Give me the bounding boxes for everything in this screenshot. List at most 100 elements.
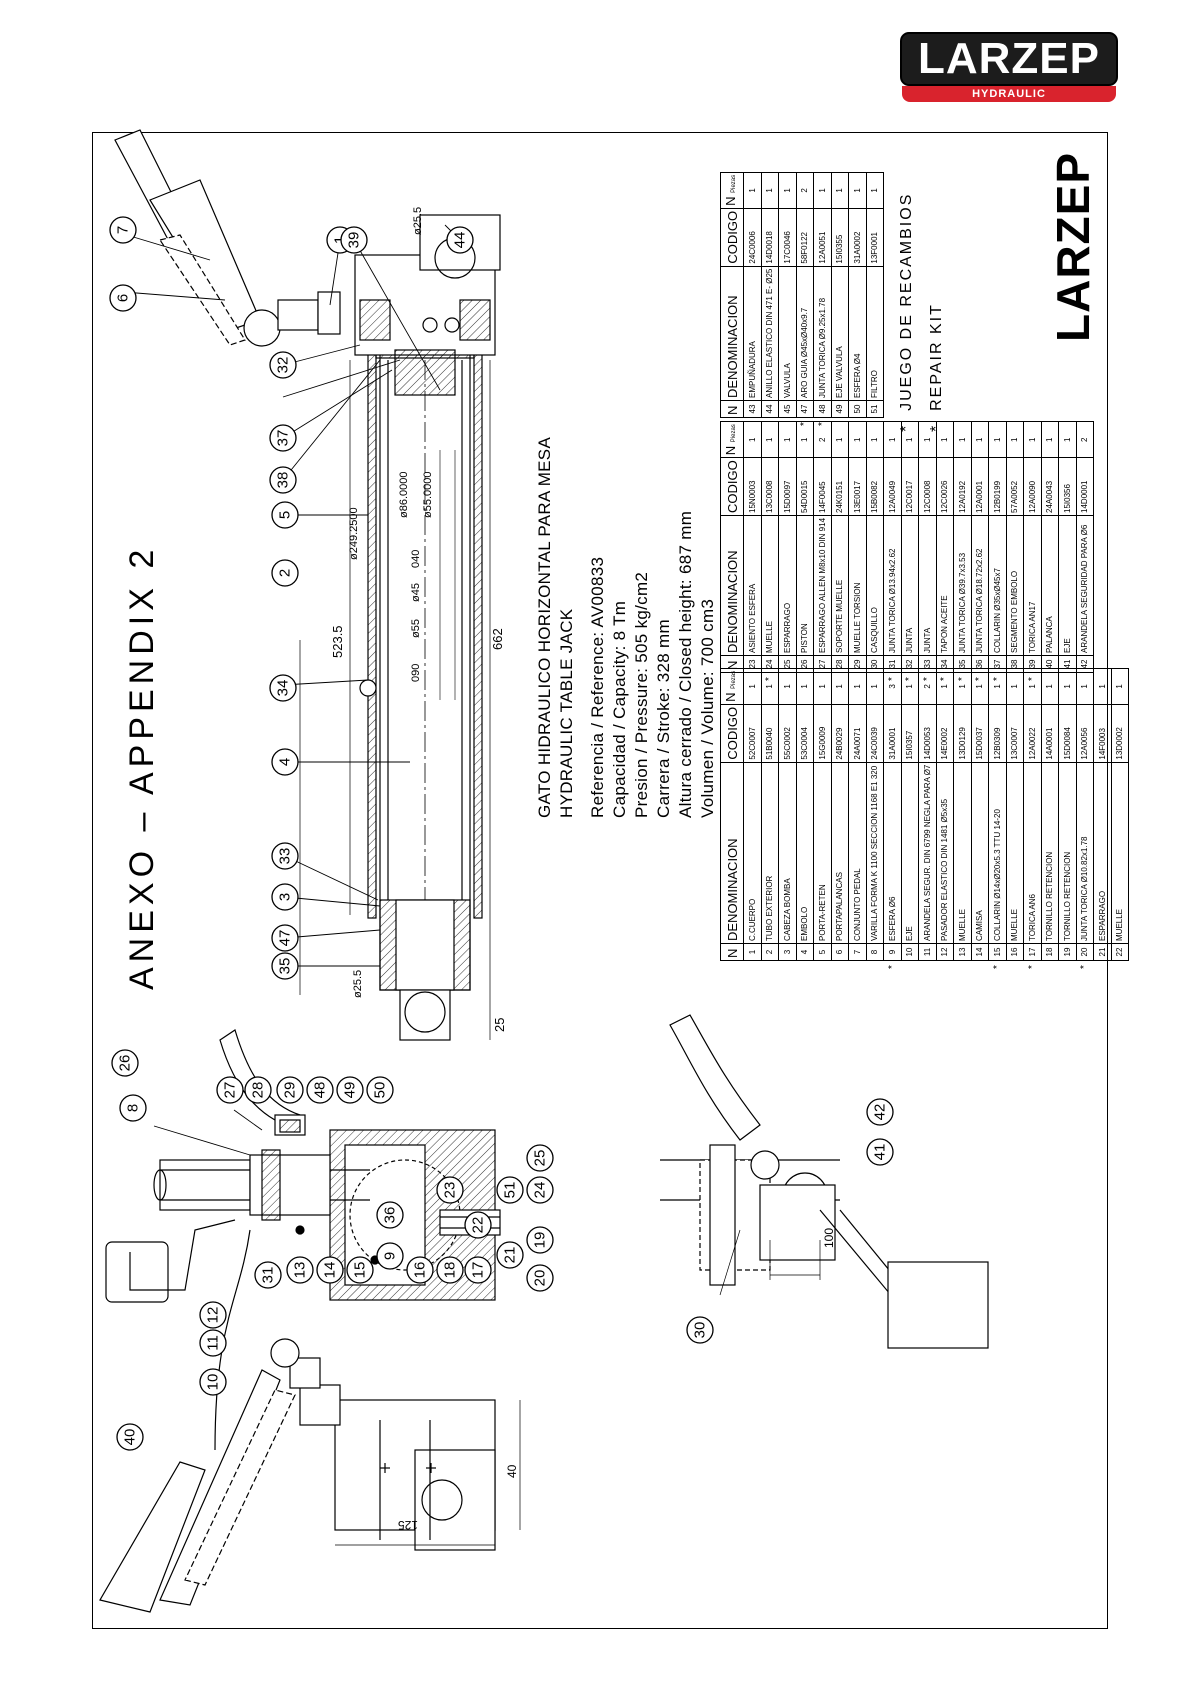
cell-star: * [1026, 677, 1038, 681]
col-n-header: N [720, 400, 744, 418]
cell-qty: 1 [936, 421, 954, 458]
cell-den: TORNILLO RETENCION [1058, 762, 1076, 944]
col-codigo-header: CODIGO [720, 457, 744, 516]
col-denominacion-header: DENOMINACION [720, 266, 744, 401]
cell-den: C.CUERPO [743, 762, 761, 944]
cell-den: ESFERA Ø4 [848, 266, 866, 401]
cell-den: VARILLA FORMA K 1100 SECCION 1168 E1 320 [866, 762, 884, 944]
cell-den: ESPARRAGO [778, 515, 796, 656]
cell-n: 40 [1041, 655, 1059, 673]
cell-qty: 1 [813, 172, 831, 209]
dim-125: 125 [398, 1518, 419, 1532]
cell-cod: 14F0045 [813, 457, 831, 516]
kit-text-2: REPAIR KIT [928, 303, 945, 411]
cell-den: SEGMENTO EMBOLO [1006, 515, 1024, 656]
cell-star: * [921, 677, 933, 681]
cell-cod: 15I0355 [831, 208, 849, 267]
cell-den: PORTA-RETEN [813, 762, 831, 944]
cell-den: MUELLE [953, 762, 971, 944]
logo-band [902, 86, 1116, 102]
cell-den: PORTAPALANCAS [831, 762, 849, 944]
cell-n: 51 [866, 400, 884, 418]
cell-den: TAPON ACEITE [936, 515, 954, 656]
cell-den: FILTRO [866, 266, 884, 401]
cell-cod: 13E0017 [848, 457, 866, 516]
cell-n: 39 [1023, 655, 1041, 673]
col-codigo-header-text: CODIGO [724, 460, 740, 513]
cell-n: 42 [1076, 655, 1094, 673]
cell-cod: 15D0084 [1058, 704, 1076, 763]
brand-text: LARZEP [1047, 152, 1099, 342]
cell-den: MUELLE [1006, 762, 1024, 944]
cell-cod: 15G0009 [813, 704, 831, 763]
cell-qty: 1 [1111, 668, 1129, 705]
cell-star: * [1079, 965, 1091, 969]
cell-den: EMPUÑADURA [743, 266, 761, 401]
cell-star: * [991, 677, 1003, 681]
cell-n: 29 [848, 655, 866, 673]
cell-star [1076, 673, 1094, 686]
cell-star [849, 961, 867, 974]
cell-cod: 55C0002 [778, 704, 796, 763]
cell-star: * [1026, 965, 1038, 969]
dim-100: 100 [822, 1227, 836, 1248]
cell-star [1041, 673, 1059, 686]
cell-n: 9 [883, 943, 901, 961]
kit-line-2: * REPAIR KIT [928, 303, 946, 432]
cell-star [831, 418, 849, 431]
cell-den: ESPARRAGO ALLEN M8x10 DIN 914 [813, 515, 831, 656]
cell-n: 44 [761, 400, 779, 418]
kit-text-1: JUEGO DE RECAMBIOS [898, 192, 915, 411]
cell-n: 20 [1076, 943, 1094, 961]
cell-star [1006, 673, 1024, 686]
cell-den: CAMISA [971, 762, 989, 944]
cell-n: 12 [936, 943, 954, 961]
cell-den: ESPARRAGO [1093, 762, 1111, 944]
cell-qty: 1 [953, 421, 971, 458]
cell-cod: 53C0004 [796, 704, 814, 763]
cell-cod: 12B0309 [988, 704, 1006, 763]
cell-n: 28 [831, 655, 849, 673]
cell-star [866, 961, 884, 974]
dim-d25-left: ø25.5 [352, 969, 364, 998]
cell-star: * [816, 422, 828, 426]
cell-qty: 1 [848, 172, 866, 209]
cell-n: 33 [918, 655, 936, 673]
cell-cod: 31A0002 [848, 208, 866, 267]
cell-qty: 1 [1058, 421, 1076, 458]
cell-n: 6 [831, 943, 849, 961]
cell-star [796, 961, 814, 974]
cell-qty: 1 [761, 172, 779, 209]
cell-qty: 1 [743, 172, 761, 209]
cell-den: MUELLE [1111, 762, 1129, 944]
cell-cod: 17C0046 [778, 208, 796, 267]
cell-star: * [764, 677, 776, 681]
cell-den: JUNTA TORICA Ø13.94x2.62 [883, 515, 901, 656]
cell-cod: 12A0049 [883, 457, 901, 516]
cell-qty: 1 [1023, 421, 1041, 458]
cell-star [1111, 961, 1129, 974]
cell-cod: 24A0043 [1041, 457, 1059, 516]
info-line-2: HYDRAULIC TABLE JACK [557, 608, 576, 818]
